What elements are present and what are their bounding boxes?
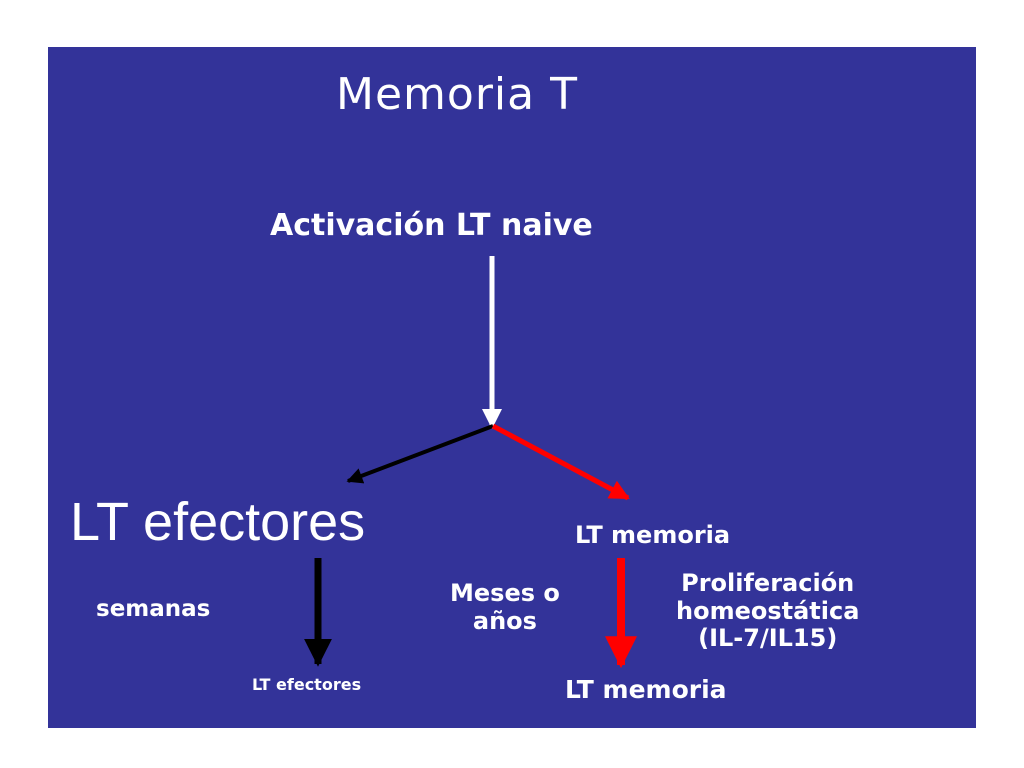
effector-branch-arrow <box>346 424 494 484</box>
arrows-layer <box>304 256 637 669</box>
slide: Memoria T Activación LT naive LT efector… <box>48 47 976 728</box>
memory-branch-arrow <box>491 423 630 501</box>
months-years-label: Meses o años <box>450 579 560 635</box>
memory-node: LT memoria <box>575 521 731 549</box>
weeks-label: semanas <box>96 596 211 622</box>
proliferation-label: Proliferación homeostática (IL-7/IL15) <box>676 569 860 653</box>
activation-node: Activación LT naive <box>270 208 593 243</box>
slide-title: Memoria T <box>336 69 578 120</box>
effector-node: LT efectores <box>70 492 366 552</box>
memory-result-node: LT memoria <box>565 675 727 704</box>
effector-result-node: LT efectores <box>252 675 362 694</box>
